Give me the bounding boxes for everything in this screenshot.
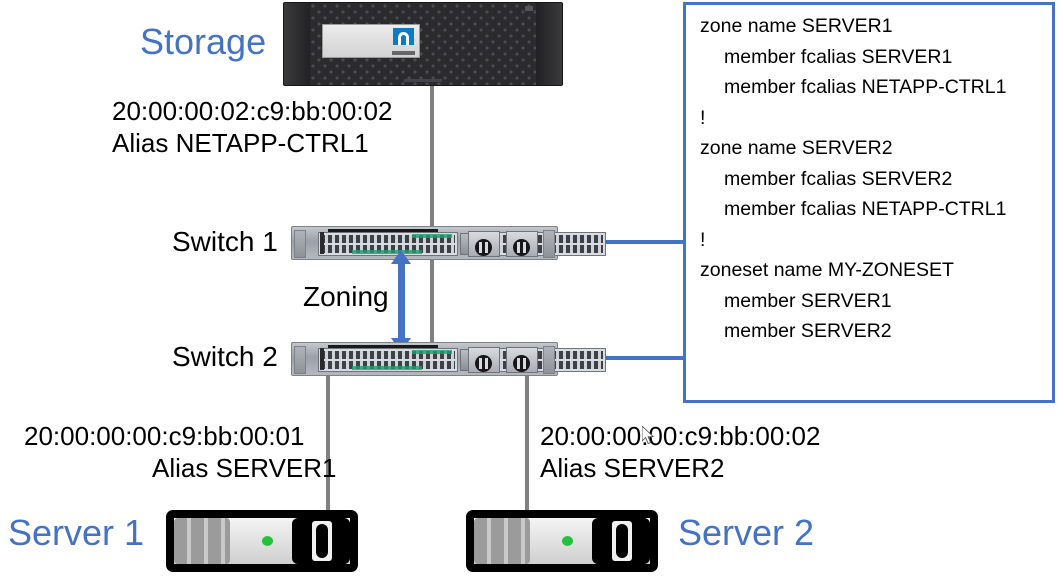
switch-psu-1 (468, 231, 500, 257)
switch-rack-ear-left (294, 230, 306, 258)
server1-alias: Alias SERVER1 (152, 453, 337, 483)
mouse-cursor-arrow-icon (642, 426, 655, 445)
switch-module-handle-left (320, 348, 324, 370)
config-line: member fcalias SERVER1 (724, 45, 953, 68)
rack-server-1-icon (166, 510, 358, 572)
config-line: zone name SERVER2 (700, 137, 893, 159)
config-line: member SERVER1 (724, 289, 892, 312)
switch-indicator-strip-left (412, 234, 452, 238)
switch-rack-ear-right (543, 346, 555, 374)
switch-psu-2 (506, 231, 538, 257)
chassis-bottom-vent (404, 79, 442, 82)
storage-wwpn: 20:00:00:02:c9:bb:00:02 (112, 96, 393, 126)
switch-rack-ear-left (294, 346, 306, 374)
config-line: zone name SERVER1 (700, 15, 893, 37)
server-drive-bays (474, 518, 530, 564)
server-right-module (292, 518, 350, 564)
link-switch1-to-config (556, 240, 686, 244)
server-slot-handle (316, 524, 328, 558)
chassis-bezel-panel (322, 24, 420, 58)
server1-label: Server 1 (8, 512, 145, 553)
switch-rack-ear-right (543, 230, 555, 258)
rack-server-2-icon (466, 510, 658, 572)
config-line: ! (700, 106, 706, 129)
switch-top-trim (328, 345, 438, 349)
switch-indicator-strip-left-2 (352, 250, 422, 254)
zoning-arrow-shaft (398, 262, 405, 342)
cable-switch2-to-server2 (525, 370, 529, 512)
switch-fan-2 (513, 355, 530, 372)
cable-switch1-to-switch2 (430, 252, 434, 358)
switch-indicator-strip-left (412, 350, 452, 354)
switch-indicator-strip-left-2 (352, 366, 422, 370)
config-line: member fcalias NETAPP-CTRL1 (724, 198, 1007, 220)
server-faceplate (474, 518, 650, 564)
storage-label: Storage (140, 21, 267, 62)
server-status-led-icon (562, 536, 573, 546)
switch1-label: Switch 1 (172, 226, 278, 257)
config-line: ! (700, 228, 706, 251)
config-line: member fcalias SERVER2 (724, 167, 953, 190)
switch-fan-1 (475, 239, 492, 256)
cable-storage-to-switch1 (430, 74, 434, 242)
storage-alias: Alias NETAPP-CTRL1 (112, 128, 369, 158)
switch-psu-2 (506, 347, 538, 373)
fc-switch-2-icon (291, 342, 606, 376)
server-drive-bays (174, 518, 230, 564)
server-status-led-icon (262, 536, 273, 546)
zoning-config-box: zone name SERVER1 member fcalias SERVER1 m… (683, 2, 1055, 403)
server-faceplate (174, 518, 350, 564)
config-line: member fcalias NETAPP-CTRL1 (724, 76, 1007, 98)
fc-switch-1-icon (291, 226, 606, 260)
zoning-config-text: zone name SERVER1 member fcalias SERVER1 m… (700, 11, 1046, 347)
server-right-module (592, 518, 650, 564)
server2-label: Server 2 (678, 512, 815, 553)
netapp-logo (393, 28, 414, 45)
zoning-arrow-head-up (391, 250, 411, 264)
chassis-status-tag (525, 6, 533, 11)
cable-switch2-to-server1 (326, 370, 330, 512)
server-slot-handle (616, 524, 628, 558)
chassis-left-rail (284, 3, 310, 85)
server1-wwpn: 20:00:00:00:c9:bb:00:01 (24, 421, 305, 451)
switch-psu-1 (468, 347, 500, 373)
switch2-label: Switch 2 (172, 341, 278, 372)
link-switch2-to-config (556, 356, 686, 360)
switch-top-trim (328, 229, 438, 233)
netapp-storage-array-icon (283, 2, 563, 86)
server2-alias: Alias SERVER2 (540, 453, 725, 483)
switch-fan-2 (513, 239, 530, 256)
chassis-right-rail (536, 3, 562, 85)
server2-wwpn: 20:00:00:00:c9:bb:00:02 (540, 421, 821, 451)
zoning-label: Zoning (303, 281, 389, 312)
config-line: member SERVER2 (724, 320, 892, 342)
switch-module-handle-left (320, 232, 324, 254)
switch-fan-1 (475, 355, 492, 372)
netapp-wordmark (392, 51, 415, 55)
config-line: zoneset name MY-ZONESET (700, 259, 954, 281)
